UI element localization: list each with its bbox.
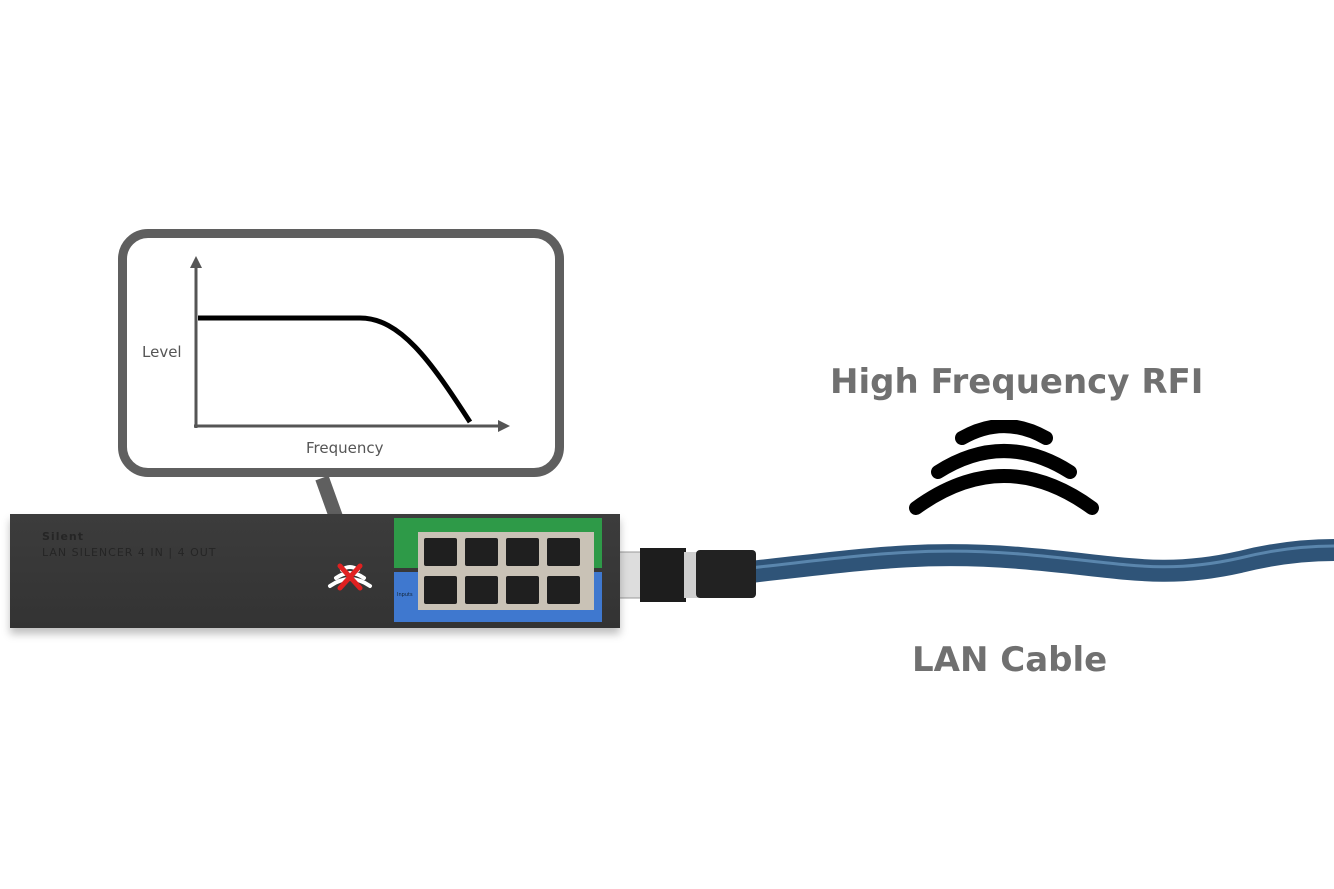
rfi-waves-icon bbox=[909, 420, 1099, 515]
lan-silencer-device: Silent LAN SILENCER 4 IN | 4 OUT Inputs bbox=[10, 514, 620, 628]
blocked-rfi-icon bbox=[328, 563, 372, 591]
inputs-label: Inputs bbox=[397, 592, 413, 598]
input-port[interactable] bbox=[424, 576, 457, 604]
rfi-label: High Frequency RFI bbox=[830, 362, 1204, 402]
lowpass-curve bbox=[198, 315, 473, 424]
filter-graph-bubble bbox=[118, 229, 564, 477]
input-port[interactable] bbox=[547, 576, 580, 604]
output-port[interactable] bbox=[506, 538, 539, 566]
lan-cable bbox=[600, 539, 1334, 602]
x-axis-label: Frequency bbox=[306, 439, 384, 457]
input-port[interactable] bbox=[506, 576, 539, 604]
x-axis-arrow bbox=[498, 420, 510, 432]
port-block bbox=[418, 532, 594, 610]
filter-graph bbox=[190, 256, 510, 432]
device-brand: Silent bbox=[42, 530, 85, 543]
output-port[interactable] bbox=[424, 538, 457, 566]
y-axis-arrow bbox=[190, 256, 202, 268]
device-model: LAN SILENCER 4 IN | 4 OUT bbox=[42, 546, 217, 559]
output-port[interactable] bbox=[465, 538, 498, 566]
cable-label: LAN Cable bbox=[912, 640, 1108, 680]
input-port[interactable] bbox=[465, 576, 498, 604]
y-axis-label: Level bbox=[142, 343, 182, 361]
output-port[interactable] bbox=[547, 538, 580, 566]
